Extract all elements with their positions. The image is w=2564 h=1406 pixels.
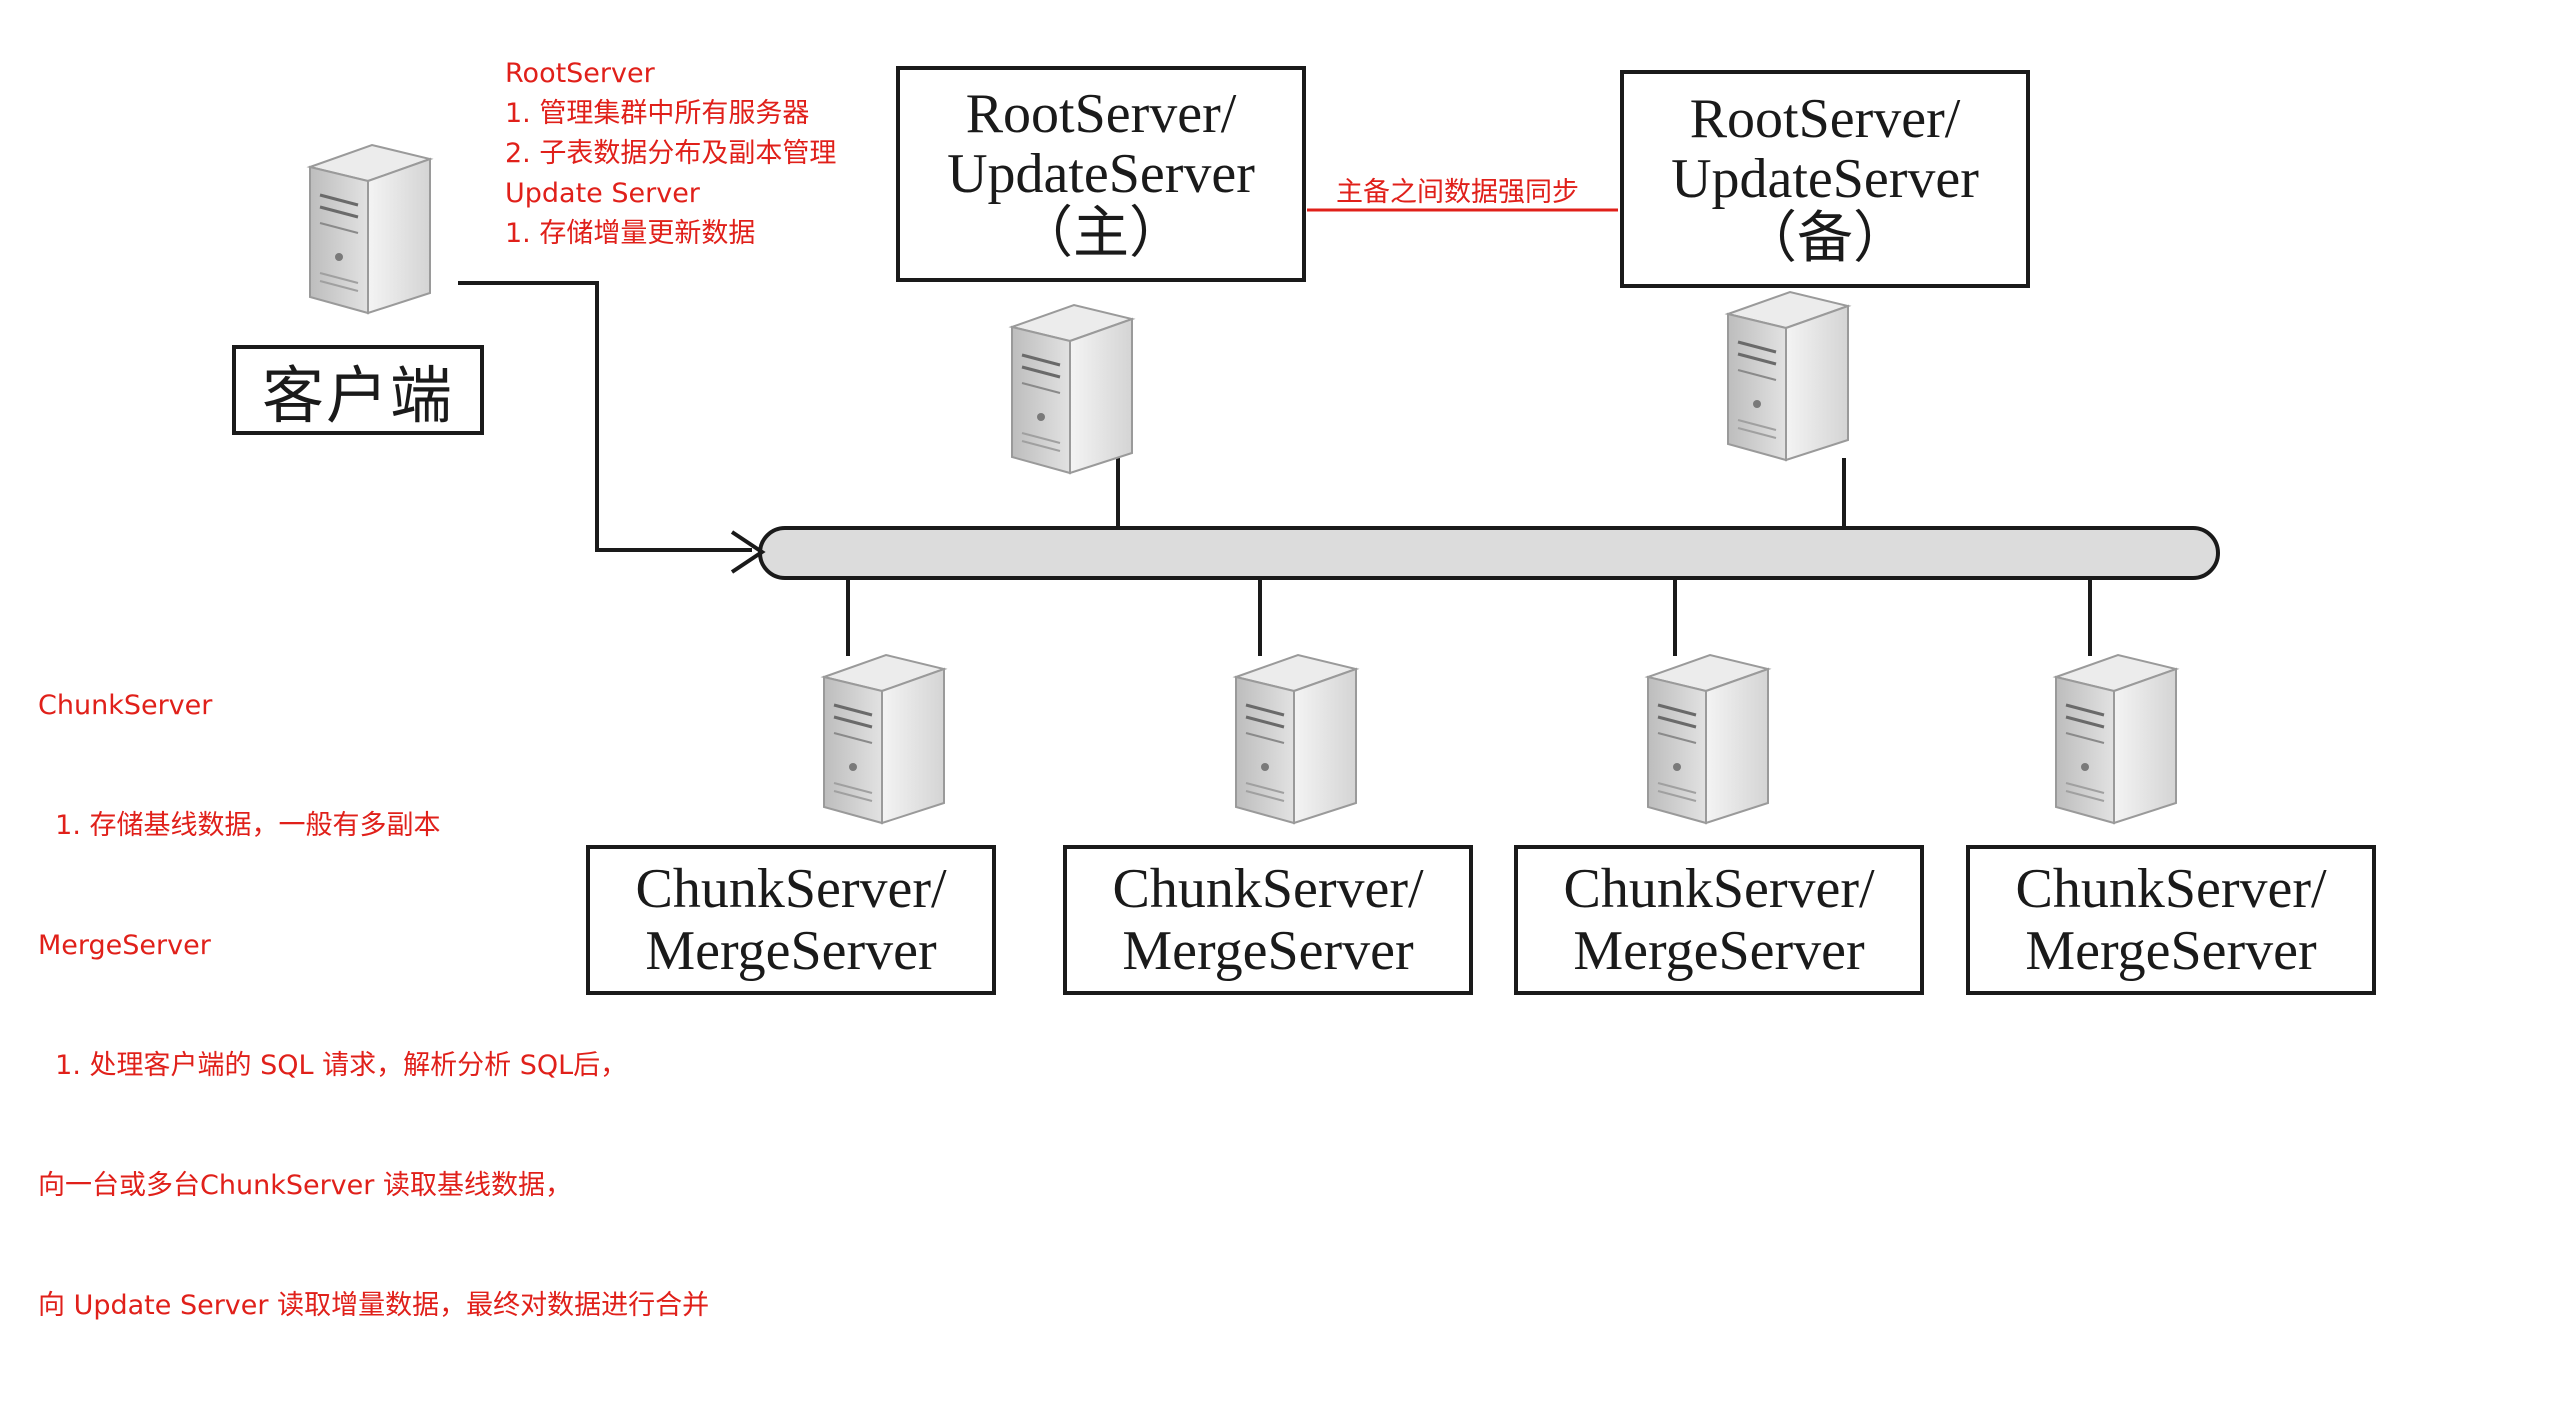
worker-line-1: ChunkServer/ xyxy=(1563,858,1875,920)
arrow-head-icon xyxy=(730,530,766,574)
standby-line-3: （备） xyxy=(1741,208,1909,270)
worker-line-1: ChunkServer/ xyxy=(1112,858,1424,920)
worker-3-server-icon xyxy=(1646,653,1770,825)
client-server-icon xyxy=(308,143,432,315)
primary-line-1: RootServer/ xyxy=(965,83,1237,145)
standby-line-1: RootServer/ xyxy=(1689,88,1961,150)
diagram-canvas xyxy=(308,143,2220,825)
worker-1-server-icon xyxy=(822,653,946,825)
standby-line-2: UpdateServer xyxy=(1671,148,1979,210)
worker-2-server-icon xyxy=(1234,653,1358,825)
architecture-diagram: RootServer 1. 管理集群中所有服务器 2. 子表数据分布及副本管理 … xyxy=(38,54,2376,1321)
worker-line-2: MergeServer xyxy=(645,920,937,982)
primary-rootserver-box: RootServer/ UpdateServer （主） xyxy=(896,66,1306,282)
sync-label: 主备之间数据强同步 xyxy=(1336,177,1579,208)
client-box: 客户端 xyxy=(232,345,484,435)
worker-line-1: ChunkServer/ xyxy=(2015,858,2327,920)
note-line: RootServer xyxy=(505,58,655,89)
note-line: 1. 处理客户端的 SQL 请求，解析分析 SQL后， xyxy=(38,1050,628,1081)
note-line: 1. 存储增量更新数据 xyxy=(505,218,756,249)
note-line: Update Server xyxy=(505,178,700,209)
note-line: ChunkServer xyxy=(38,690,213,721)
primary-line-2: UpdateServer xyxy=(947,143,1255,205)
worker-box-4: ChunkServer/ MergeServer xyxy=(1966,845,2376,995)
worker-box-3: ChunkServer/ MergeServer xyxy=(1514,845,1924,995)
worker-line-2: MergeServer xyxy=(1122,920,1414,982)
client-label: 客户端 xyxy=(261,363,454,431)
worker-box-1: ChunkServer/ MergeServer xyxy=(586,845,996,995)
note-line: 向 Update Server 读取增量数据，最终对数据进行合并 xyxy=(38,1290,710,1321)
client-connector xyxy=(458,281,752,552)
note-line: MergeServer xyxy=(38,930,211,961)
standby-rootserver-box: RootServer/ UpdateServer （备） xyxy=(1620,70,2030,288)
worker-line-2: MergeServer xyxy=(2025,920,2317,982)
worker-line-2: MergeServer xyxy=(1573,920,1865,982)
note-line: 1. 存储基线数据，一般有多副本 xyxy=(38,810,441,841)
network-bus xyxy=(758,526,2220,580)
note-line: 1. 管理集群中所有服务器 xyxy=(505,98,810,129)
standby-server-icon xyxy=(1726,290,1850,462)
worker-4-server-icon xyxy=(2054,653,2178,825)
note-line: 向一台或多台ChunkServer 读取基线数据， xyxy=(38,1170,572,1201)
worker-box-2: ChunkServer/ MergeServer xyxy=(1063,845,1473,995)
primary-line-3: （主） xyxy=(1017,203,1185,265)
chunkserver-mergeserver-note: ChunkServer 1. 存储基线数据，一般有多副本 MergeServer… xyxy=(38,606,709,1406)
worker-line-1: ChunkServer/ xyxy=(635,858,947,920)
rootserver-updateserver-note: RootServer 1. 管理集群中所有服务器 2. 子表数据分布及副本管理 … xyxy=(505,54,836,254)
note-line: 2. 子表数据分布及副本管理 xyxy=(505,138,837,169)
primary-server-icon xyxy=(1010,303,1134,475)
